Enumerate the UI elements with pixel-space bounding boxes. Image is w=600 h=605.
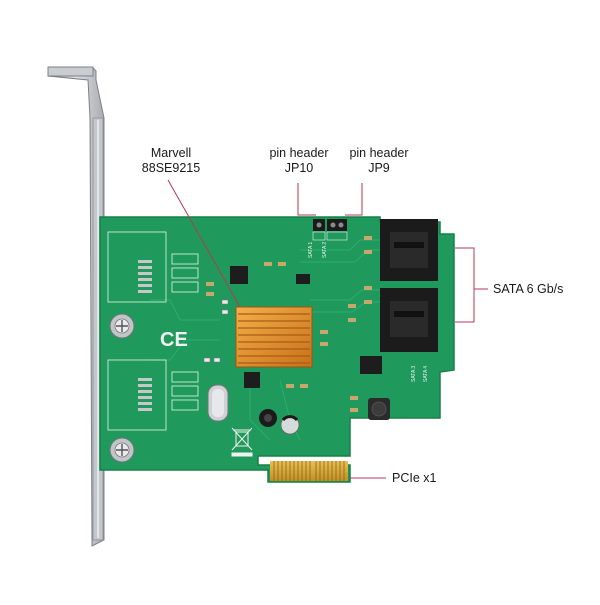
left-pad-area — [107, 231, 199, 431]
crystal-oscillator — [207, 384, 229, 422]
callout-jp10-line2: JP10 — [284, 161, 314, 175]
leader-sata — [455, 247, 488, 323]
ce-mark: CE — [160, 329, 188, 351]
callout-marvell: Marvell 88SE9215 — [137, 146, 205, 176]
callout-leader-lines — [167, 179, 488, 479]
sata-port-labels: SATA 1 SATA 2 SATA 3 SATA 4 — [308, 242, 429, 382]
metal-bracket — [47, 66, 105, 547]
inductor — [368, 398, 390, 420]
pin-header-jp10 — [312, 219, 326, 241]
callout-sata: SATA 6 Gb/s — [493, 282, 564, 296]
capacitor-left — [259, 409, 277, 427]
sata-connector-upper — [380, 219, 438, 281]
callout-pcie: PCIe x1 — [392, 471, 437, 485]
sata-connector-lower — [380, 288, 438, 352]
heatsink — [235, 306, 313, 368]
callout-jp9-line1: pin header — [349, 146, 409, 160]
weee-bin-icon — [231, 427, 253, 457]
pin-header-jp9 — [326, 219, 348, 241]
pcie-gold-contacts — [270, 461, 348, 481]
callout-marvell-line1: Marvell — [150, 146, 192, 160]
leader-jp10 — [297, 183, 316, 216]
sata-port-label-1: SATA 1 — [308, 242, 314, 258]
passive-components — [203, 236, 372, 412]
callout-jp9-line2: JP9 — [368, 161, 390, 175]
capacitor-right — [280, 415, 300, 435]
small-chips — [230, 266, 382, 388]
sata-port-label-3: SATA 3 — [411, 366, 417, 382]
callout-jp10-line1: pin header — [269, 146, 329, 160]
sata-port-label-2: SATA 2 — [322, 242, 328, 258]
leader-jp9 — [345, 183, 363, 216]
callout-jp9: pin header JP9 — [342, 146, 416, 176]
screw-top — [109, 313, 135, 339]
screw-bottom — [109, 437, 135, 463]
leader-marvell — [167, 179, 241, 308]
callout-marvell-line2: 88SE9215 — [141, 161, 201, 175]
sata-port-label-4: SATA 4 — [423, 366, 429, 382]
callout-jp10: pin header JP10 — [262, 146, 336, 176]
